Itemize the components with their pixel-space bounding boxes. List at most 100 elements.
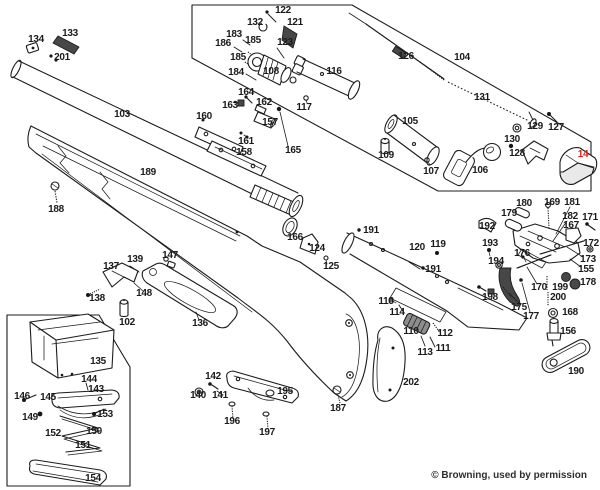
part-label-193: 193 — [482, 238, 498, 249]
scope-base-drawing — [194, 95, 289, 177]
part-label-104: 104 — [454, 52, 470, 63]
part-label-157: 157 — [262, 117, 278, 128]
part-label-151: 151 — [75, 440, 91, 451]
part-label-185: 185 — [245, 35, 261, 46]
part-label-114: 114 — [389, 307, 405, 318]
part-label-181: 181 — [564, 197, 580, 208]
part-label-137: 137 — [103, 261, 119, 272]
part-label-14: 14 — [577, 149, 589, 160]
part-label-177: 177 — [523, 311, 539, 322]
part-label-186: 186 — [215, 38, 231, 49]
bolt-assembly-drawing — [233, 10, 598, 187]
part-label-168: 168 — [562, 307, 578, 318]
part-label-176: 176 — [514, 248, 530, 259]
part-label-152: 152 — [45, 428, 61, 439]
part-label-163: 163 — [222, 100, 238, 111]
part-label-136: 136 — [192, 318, 208, 329]
part-label-171: 171 — [582, 212, 598, 223]
part-label-165: 165 — [285, 145, 301, 156]
part-label-119: 119 — [430, 239, 446, 250]
part-label-118: 118 — [378, 296, 394, 307]
part-label-180: 180 — [516, 198, 532, 209]
part-label-109: 109 — [378, 150, 394, 161]
part-label-189: 189 — [140, 167, 156, 178]
part-label-191: 191 — [363, 225, 379, 236]
part-label-145: 145 — [40, 392, 56, 403]
part-label-146: 146 — [14, 391, 30, 402]
part-label-125: 125 — [323, 261, 339, 272]
part-label-169: 169 — [544, 197, 560, 208]
part-label-134: 134 — [28, 34, 44, 45]
swivel-base-drawing — [194, 370, 299, 431]
part-label-110: 110 — [403, 326, 419, 337]
part-label-106: 106 — [472, 165, 488, 176]
part-label-158: 158 — [236, 147, 252, 158]
part-label-127: 127 — [548, 122, 564, 133]
part-label-131: 131 — [474, 92, 490, 103]
part-label-197: 197 — [259, 427, 275, 438]
part-label-141: 141 — [212, 390, 228, 401]
part-label-121: 121 — [287, 17, 303, 28]
part-label-164: 164 — [238, 87, 254, 98]
part-label-184: 184 — [228, 67, 244, 78]
part-label-105: 105 — [402, 116, 418, 127]
part-label-144: 144 — [81, 374, 97, 385]
part-label-150: 150 — [86, 426, 102, 437]
part-label-161: 161 — [238, 136, 254, 147]
part-label-130: 130 — [504, 134, 520, 145]
part-label-122: 122 — [275, 5, 291, 16]
part-label-107: 107 — [423, 166, 439, 177]
part-label-140: 140 — [190, 390, 206, 401]
part-label-129: 129 — [527, 121, 543, 132]
part-label-187: 187 — [330, 403, 346, 414]
part-label-117: 117 — [296, 102, 312, 113]
part-label-190: 190 — [568, 366, 584, 377]
magazine-drawing — [22, 313, 120, 486]
part-label-128: 128 — [509, 148, 525, 159]
part-label-170: 170 — [531, 282, 547, 293]
part-label-108: 108 — [263, 66, 279, 77]
part-label-138: 138 — [89, 293, 105, 304]
part-label-132: 132 — [247, 17, 263, 28]
part-label-167: 167 — [563, 220, 579, 231]
copyright-text: © Browning, used by permission — [431, 470, 587, 481]
part-label-183: 183 — [226, 29, 242, 40]
part-label-111: 111 — [435, 343, 451, 354]
part-label-148: 148 — [136, 288, 152, 299]
part-label-142: 142 — [205, 371, 221, 382]
part-label-154: 154 — [85, 473, 101, 484]
part-label-120: 120 — [409, 242, 425, 253]
part-label-139: 139 — [127, 254, 143, 265]
part-label-201: 201 — [54, 52, 70, 63]
part-label-102: 102 — [119, 317, 135, 328]
receiver-drawing — [299, 228, 528, 348]
part-label-191: 191 — [425, 264, 441, 275]
part-label-172: 172 — [583, 238, 599, 249]
part-label-112: 112 — [437, 328, 453, 339]
part-label-153: 153 — [97, 409, 113, 420]
part-label-200: 200 — [550, 292, 566, 303]
part-label-126: 126 — [398, 51, 414, 62]
part-label-196: 196 — [224, 416, 240, 427]
part-label-103: 103 — [114, 109, 130, 120]
part-label-182: 182 — [562, 211, 578, 222]
detail-box-bolt-assembly — [191, 4, 592, 192]
part-label-149: 149 — [22, 412, 38, 423]
part-label-133: 133 — [62, 28, 78, 39]
part-label-162: 162 — [256, 97, 272, 108]
part-label-178: 178 — [580, 277, 596, 288]
part-label-175: 175 — [511, 302, 527, 313]
part-label-113: 113 — [417, 347, 433, 358]
part-label-188: 188 — [48, 204, 64, 215]
part-label-160: 160 — [196, 111, 212, 122]
stock-drawing — [27, 125, 369, 402]
part-label-135: 135 — [90, 356, 106, 367]
part-label-166: 166 — [287, 232, 303, 243]
part-label-199: 199 — [552, 282, 568, 293]
recoil-pad-drawing — [332, 326, 406, 404]
part-label-179: 179 — [501, 208, 517, 219]
part-label-202: 202 — [403, 377, 419, 388]
